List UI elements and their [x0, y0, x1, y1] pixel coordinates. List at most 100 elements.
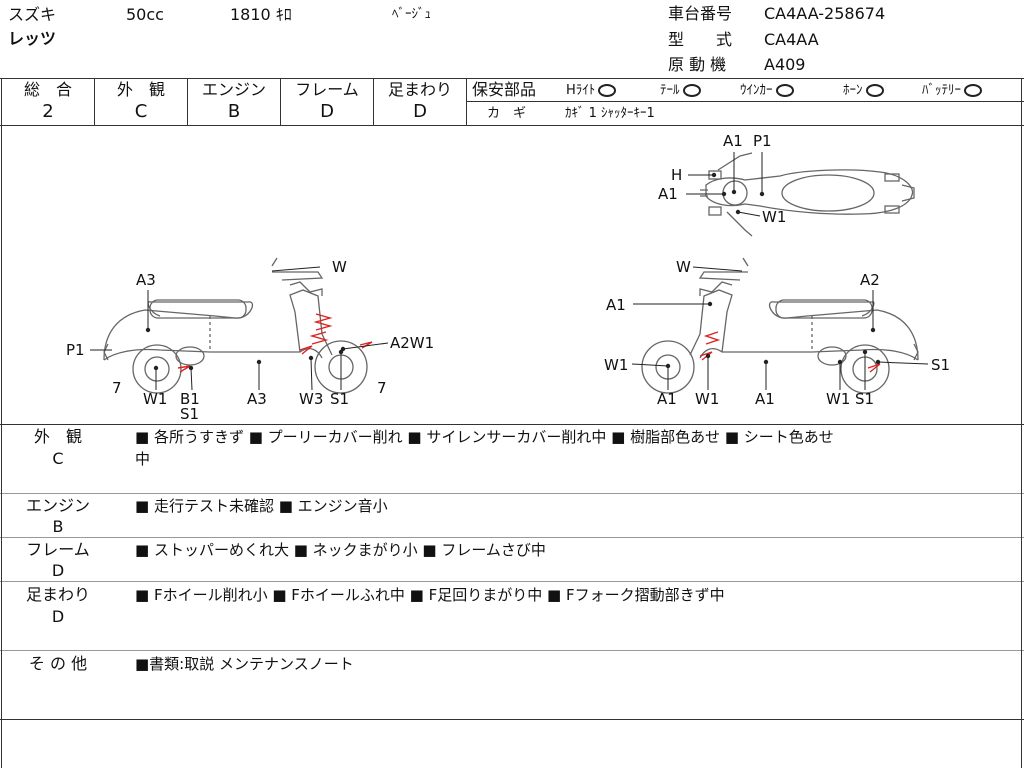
divider: [0, 650, 1024, 651]
divider: [1, 78, 2, 768]
leader-dots: [145, 172, 881, 371]
divider: [0, 493, 1024, 494]
diagram-label: S1: [931, 356, 951, 374]
diagram-label: P1: [753, 132, 772, 150]
note-text: ■ Fホイール削れ小 ■ Fホイールふれ中 ■ F足回りまがり中 ■ Fフォーク…: [135, 586, 725, 604]
safety-item-label: Hﾗｲﾄ: [566, 83, 596, 98]
diagram-label: A3: [136, 271, 156, 289]
divider: [187, 78, 188, 125]
note-label: 足まわり: [25, 585, 90, 604]
safety-item-headlight: Hﾗｲﾄ: [566, 82, 617, 100]
note-grade: B: [52, 517, 64, 536]
color: ﾍﾞｰｼﾞｭ: [392, 7, 431, 22]
type-label: 型 式: [668, 30, 733, 49]
grade-suspension-label: 足まわり: [387, 80, 452, 99]
divider: [1021, 78, 1022, 768]
diagram-label: W1: [604, 356, 629, 374]
diagram-label: A1: [658, 185, 678, 203]
note-label: フレーム: [26, 540, 90, 559]
diagram-label: W1: [826, 390, 851, 408]
diagram-label: W: [332, 258, 347, 276]
grade-exterior-label: 外 観: [116, 80, 165, 99]
note-label: エンジン: [25, 496, 90, 515]
divider: [94, 78, 95, 125]
divider: [280, 78, 281, 125]
diagram-label: W1: [762, 208, 787, 226]
note-label: 外 観: [33, 427, 82, 446]
note-text: ■ 各所うすきず ■ プーリーカバー削れ ■ サイレンサーカバー削れ中 ■ 樹脂…: [135, 428, 834, 446]
safety-item-winker: ｳｲﾝｶｰ: [740, 82, 794, 100]
divider: [0, 537, 1024, 538]
type-value: CA4AA: [764, 30, 819, 49]
grade-engine-value: B: [227, 101, 241, 122]
safety-item-label: ﾎｰﾝ: [843, 83, 863, 98]
diagram-label: A1: [755, 390, 775, 408]
safety-item-label: ﾃｰﾙ: [660, 83, 680, 98]
damage-marks: [177, 313, 881, 373]
safety-item-tail: ﾃｰﾙ: [660, 82, 701, 100]
divider: [466, 78, 467, 125]
ok-circle-icon: [682, 84, 701, 97]
grade-frame-value: D: [320, 101, 334, 122]
safety-item-label: ｳｲﾝｶｰ: [740, 83, 773, 98]
diagram-label: W1: [143, 390, 168, 408]
engine-value: A409: [764, 55, 806, 74]
ok-circle-icon: [865, 84, 884, 97]
safety-item-battery: ﾊﾞｯﾃﾘｰ: [922, 82, 982, 100]
leader-lines: [90, 152, 929, 391]
divider: [467, 101, 1024, 102]
key-label: カ ギ: [487, 106, 527, 121]
divider: [0, 125, 1024, 126]
divider: [0, 424, 1024, 425]
note-text: ■ 走行テスト未確認 ■ エンジン音小: [135, 497, 388, 515]
ok-circle-icon: [964, 84, 982, 97]
diagram-label: A2: [860, 271, 880, 289]
diagram-label: A1: [606, 296, 626, 314]
diagram-label: W: [676, 258, 691, 276]
note-label: そ の 他: [28, 654, 88, 673]
divider: [373, 78, 374, 125]
diagram-label: W3: [299, 390, 324, 408]
mileage: 1810 ｷﾛ: [230, 5, 292, 24]
diagram-label: B1: [180, 390, 200, 408]
diagram-label: P1: [66, 341, 85, 359]
safety-item-label: ﾊﾞｯﾃﾘｰ: [922, 83, 961, 98]
grade-overall-value: 2: [42, 101, 54, 122]
divider: [0, 719, 1024, 720]
divider: [0, 78, 1024, 79]
diagram-label: 7: [112, 379, 122, 397]
grade-engine-label: エンジン: [201, 80, 266, 99]
ok-circle-icon: [598, 84, 617, 97]
diagram-label: S1: [855, 390, 875, 408]
safety-item-horn: ﾎｰﾝ: [843, 82, 884, 100]
grade-overall-label: 総 合: [23, 80, 72, 99]
frame-number-value: CA4AA-258674: [764, 4, 886, 23]
note-grade: D: [51, 607, 65, 626]
divider: [0, 581, 1024, 582]
frame-number-label: 車台番号: [668, 4, 733, 23]
grade-exterior-value: C: [134, 101, 148, 122]
diagram-label: A3: [247, 390, 267, 408]
safety-label: 保安部品: [472, 80, 537, 99]
note-text: ■ ストッパーめくれ大 ■ ネックまがり小 ■ フレームさび中: [135, 541, 546, 559]
note-grade: C: [52, 449, 64, 468]
diagram-label: W1: [695, 390, 720, 408]
diagram-label: S1: [180, 405, 200, 423]
diagram-label: A1: [657, 390, 677, 408]
diagram-label: 7: [377, 379, 387, 397]
diagram-label: S1: [330, 390, 350, 408]
diagram-label: A1: [723, 132, 743, 150]
key-value: ｶｷﾞ 1 ｼｬｯﾀｰｷｰ1: [565, 106, 655, 121]
ok-circle-icon: [775, 84, 794, 97]
grade-suspension-value: D: [413, 101, 427, 122]
grade-frame-label: フレーム: [295, 80, 359, 99]
note-grade: D: [51, 561, 65, 580]
top-view-scooter: [700, 152, 915, 237]
note-text: ■書類:取説 メンテナンスノート: [135, 655, 354, 673]
note-text-continued: 中: [135, 450, 151, 468]
engine-label: 原 動 機: [668, 55, 727, 74]
diagram-label: A2W1: [390, 334, 435, 352]
maker: スズキ: [8, 5, 57, 24]
model-name: レッツ: [8, 29, 57, 48]
